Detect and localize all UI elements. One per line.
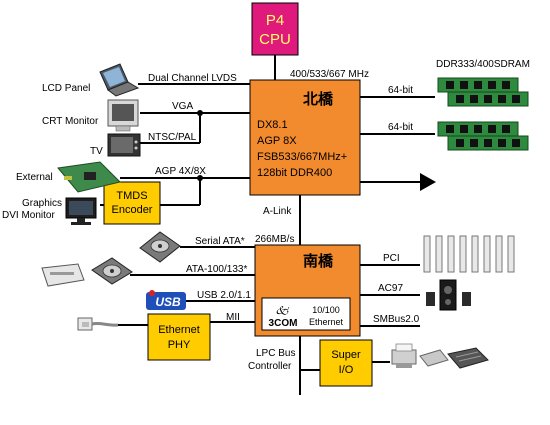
svg-text:🙵: 🙵 — [275, 305, 290, 317]
mii-label: MII — [226, 312, 240, 323]
svg-text:USB: USB — [155, 295, 181, 309]
pci-label: PCI — [383, 253, 400, 264]
svg-text:Super: Super — [331, 349, 361, 361]
printer-icon — [391, 343, 417, 368]
ddr-label: DDR333/400SDRAM — [436, 59, 530, 70]
tmds-encoder-box — [103, 181, 161, 225]
external-label-2: Graphics — [22, 198, 62, 209]
optical-drive-icon — [41, 263, 85, 287]
external-label-1: External — [16, 172, 53, 183]
hard-drive-icon — [139, 231, 181, 263]
nb-line-3: FSB533/667MHz+ — [257, 151, 347, 163]
svg-text:PHY: PHY — [168, 339, 191, 351]
usb-label: USB 2.0/1.1 — [197, 290, 251, 301]
ntsc-label: NTSC/PAL — [148, 132, 197, 143]
keyboard-icon — [447, 347, 489, 369]
northbridge-title: 北橋 — [303, 90, 334, 108]
agp-arrow — [420, 173, 436, 191]
laptop-icon — [99, 63, 140, 97]
cpu-label-2: CPU — [259, 31, 291, 48]
svg-text:Ethernet: Ethernet — [158, 324, 200, 336]
graphics-card-icon — [57, 161, 121, 193]
crt-monitor-icon — [107, 99, 139, 132]
3com-logo: 3COM — [269, 318, 298, 329]
vga-label: VGA — [172, 101, 193, 112]
sata-label: Serial ATA* — [195, 236, 245, 247]
cpu-box — [251, 2, 299, 56]
southbridge-title: 南橋 — [303, 252, 334, 270]
ddr-module-icon-2 — [437, 121, 529, 151]
alink-speed-label: 266MB/s — [255, 234, 294, 245]
mem-bottom-label: 64-bit — [388, 122, 413, 133]
super-io-box — [319, 339, 373, 387]
eth-chip-line-2: Ethernet — [309, 317, 344, 327]
speakers-icon — [426, 279, 471, 311]
eth-chip-line-1: 10/100 — [312, 305, 340, 315]
mem-top-label: 64-bit — [388, 85, 413, 96]
hard-drive-icon-2 — [91, 257, 133, 285]
fsb-label: 400/533/667 MHz — [290, 69, 369, 80]
crt-monitor-label: CRT Monitor — [42, 116, 99, 127]
tv-label: TV — [90, 146, 103, 157]
pci-slots-icon — [423, 235, 515, 273]
agp-junction — [197, 175, 203, 181]
smbus-label: SMBus2.0 — [373, 314, 420, 325]
scanner-icon — [419, 349, 449, 367]
usb-logo-icon: USB — [146, 290, 186, 310]
ac97-label: AC97 — [378, 283, 403, 294]
svg-text:I/O: I/O — [339, 364, 354, 376]
video-junction — [197, 110, 203, 116]
dvi-monitor-icon — [65, 197, 97, 225]
rj45-connector-icon — [77, 317, 119, 331]
ethernet-chip-box — [261, 297, 351, 331]
external-label-3: DVI Monitor — [2, 210, 55, 221]
lpc-label-2: Controller — [248, 361, 292, 372]
ddr-module-icon — [437, 77, 529, 107]
nb-line-4: 128bit DDR400 — [257, 167, 332, 179]
cpu-label-1: P4 — [266, 12, 284, 29]
ata-label: ATA-100/133* — [186, 264, 247, 275]
northbridge-box — [249, 79, 361, 196]
svg-text:TMDS: TMDS — [116, 190, 147, 202]
agp-label: AGP 4X/8X — [155, 166, 206, 177]
nb-line-1: DX8.1 — [257, 119, 288, 131]
ethernet-phy-box — [147, 313, 211, 361]
alink-label: A-Link — [263, 206, 292, 217]
lcd-panel-label: LCD Panel — [42, 83, 90, 94]
nb-line-2: AGP 8X — [257, 135, 297, 147]
tv-icon — [107, 133, 141, 157]
lvds-label: Dual Channel LVDS — [148, 73, 237, 84]
svg-text:Encoder: Encoder — [112, 204, 153, 216]
lpc-label-1: LPC Bus — [256, 348, 295, 359]
